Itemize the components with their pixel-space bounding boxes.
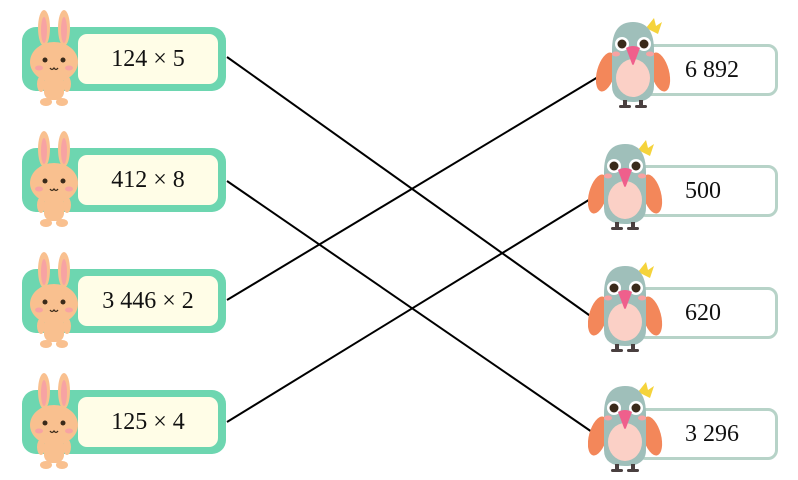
left-item-2-expr: 412 × 8 [111, 166, 185, 193]
bunny-icon [29, 130, 79, 228]
parrot-icon [588, 262, 666, 352]
bunny-icon [29, 372, 79, 470]
right-item-1-value: 6 892 [685, 56, 739, 83]
left-item-3-panel [78, 276, 218, 326]
bunny-icon [30, 10, 78, 106]
left-item-4[interactable]: 125 × 4 [22, 390, 226, 454]
connection-line-2 [226, 180, 593, 433]
left-item-2-panel [78, 155, 218, 205]
parrot-icon [588, 382, 666, 472]
left-item-3-expr: 3 446 × 2 [102, 287, 194, 314]
right-item-4-value: 3 296 [685, 420, 739, 447]
left-item-1-panel [78, 34, 218, 84]
connection-line-4 [226, 197, 593, 423]
parrot-icon [588, 140, 666, 230]
left-item-4-expr: 125 × 4 [111, 408, 185, 435]
left-item-1-expr: 124 × 5 [111, 45, 185, 72]
bunny-icon [29, 251, 79, 349]
connection-line-3 [226, 76, 599, 301]
right-item-2-value: 500 [685, 177, 721, 204]
parrot-icon [596, 18, 671, 108]
left-item-4-panel [78, 397, 218, 447]
right-item-3-value: 620 [685, 299, 721, 326]
